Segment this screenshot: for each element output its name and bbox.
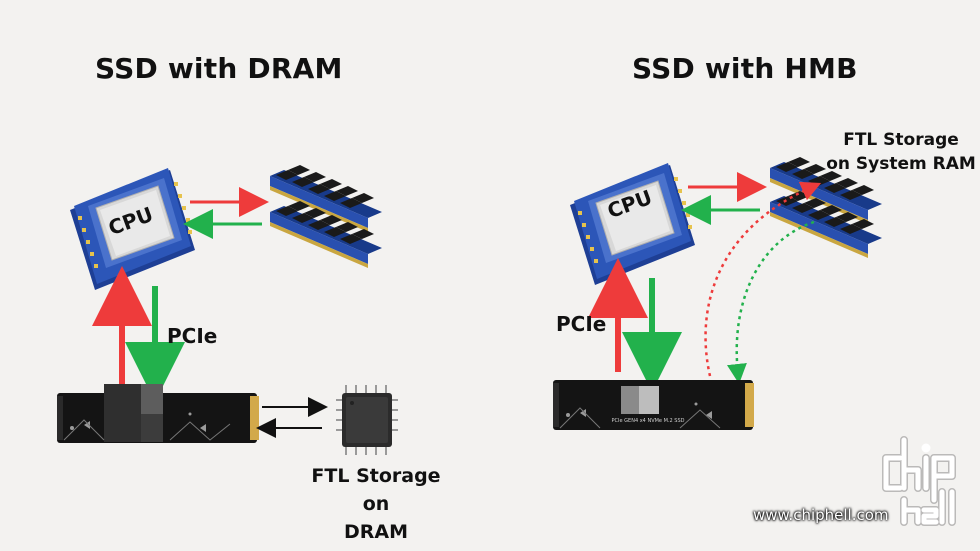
left-ftl-storage-line1: FTL Storage on bbox=[311, 465, 441, 515]
right-ram-to-ssd-dotted-arrow bbox=[726, 220, 815, 384]
right-title: SSD with HMB bbox=[632, 52, 858, 85]
left-dram-chip bbox=[335, 384, 399, 456]
watermark-url: www.chiphell.com bbox=[753, 506, 889, 524]
left-pcie-label: PCIe bbox=[167, 324, 218, 348]
right-ftl-storage-line1: FTL Storage bbox=[843, 130, 959, 150]
left-title: SSD with DRAM bbox=[95, 52, 343, 85]
chiphell-logo bbox=[882, 436, 956, 526]
right-ftl-storage-line2: on System RAM bbox=[826, 154, 976, 174]
right-cpu bbox=[569, 162, 696, 286]
left-ftl-storage-line2: DRAM bbox=[343, 521, 408, 543]
right-pcie-label: PCIe bbox=[556, 312, 607, 336]
left-ssd bbox=[57, 384, 259, 443]
right-ssd: PCIe GEN4 x4 NVMe M.2 SSD bbox=[553, 380, 754, 430]
right-ssd-to-ram-dotted-arrow bbox=[704, 181, 822, 377]
left-ftl-storage-label: FTL Storage on DRAM bbox=[296, 462, 456, 546]
right-ftl-storage-label: FTL Storage on System RAM bbox=[826, 128, 976, 176]
right-ssd-print: PCIe GEN4 x4 NVMe M.2 SSD bbox=[612, 418, 685, 424]
